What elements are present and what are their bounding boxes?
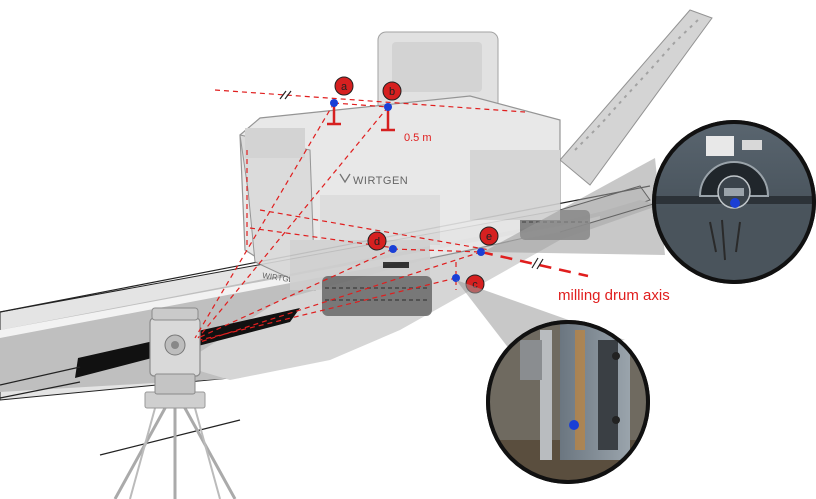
road-line-3 — [99, 419, 241, 456]
front-grille — [245, 128, 305, 158]
cross-back — [259, 209, 491, 251]
rear-unit — [470, 150, 560, 220]
brand-badge: WIRTGEN — [339, 173, 408, 187]
tripod-icon — [113, 389, 237, 499]
inset-point-bottom — [569, 420, 579, 430]
distance-label: 0.5 m — [404, 132, 432, 144]
break-mark-top-1 — [279, 90, 287, 100]
sight-e — [199, 251, 482, 343]
machine-cab-window — [392, 42, 482, 92]
conveyor-rib — [574, 17, 701, 151]
brand-text: WIRTGEN — [353, 175, 408, 187]
break-mark-axis-2 — [536, 258, 544, 270]
milling-machine-icon: WIRTGEN WIRTGEN — [239, 9, 713, 316]
point-a: a — [330, 76, 354, 107]
sight-a — [194, 102, 335, 339]
zoom-inset-drum — [652, 120, 816, 284]
point-d: d — [367, 231, 397, 253]
total-station-icon — [149, 307, 201, 395]
baseline-top — [214, 89, 526, 113]
point-c-label: c — [472, 279, 478, 291]
road-line-2 — [0, 381, 81, 399]
break-mark-axis-1 — [531, 257, 539, 269]
point-b: b — [382, 81, 402, 111]
track-front — [322, 276, 432, 316]
line-a-b — [333, 102, 389, 108]
conveyor-icon — [559, 9, 713, 186]
zoom-inset-sideplate — [486, 320, 650, 484]
point-a-label: a — [341, 81, 348, 93]
point-e: e — [477, 226, 499, 256]
line-d-e — [392, 248, 482, 253]
point-d-label: d — [374, 236, 380, 248]
inset-point-top — [730, 198, 740, 208]
sight-c — [199, 277, 457, 341]
axis-label: milling drum axis — [558, 287, 670, 304]
point-e-label: e — [486, 231, 492, 243]
milling-drum-axis-line — [480, 250, 589, 278]
point-b-label: b — [389, 86, 395, 98]
dark-slot — [383, 262, 409, 268]
break-mark-top-2 — [284, 90, 292, 100]
road-line-1 — [0, 366, 81, 386]
brand-logo-icon — [339, 173, 351, 184]
sight-b — [197, 106, 389, 339]
zoom-wedge-top — [483, 158, 665, 255]
